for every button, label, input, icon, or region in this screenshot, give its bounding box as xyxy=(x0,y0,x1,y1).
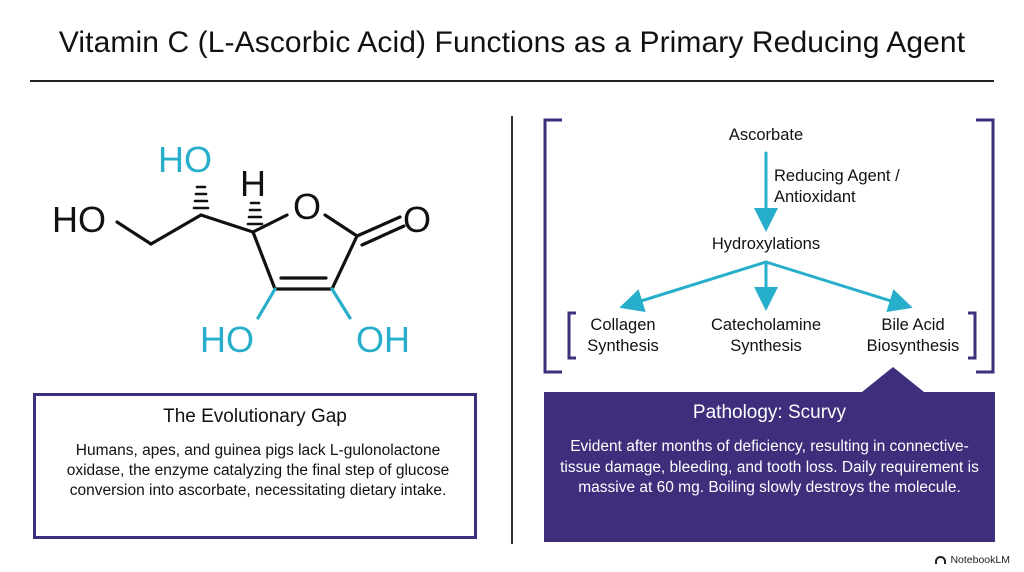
label-ho-top: HO xyxy=(158,139,212,180)
pathology-scurvy-box: Pathology: Scurvy Evident after months o… xyxy=(544,392,995,542)
flow-edge-label: Reducing Agent / Antioxidant xyxy=(774,167,900,206)
bond-ho-c6 xyxy=(115,220,153,246)
flow-output-catecholamine: Catecholamine Synthesis xyxy=(710,316,822,355)
notebook-icon xyxy=(935,556,947,564)
page-title: Vitamin C (L-Ascorbic Acid) Functions as… xyxy=(58,26,966,59)
evolutionary-gap-body: Humans, apes, and guinea pigs lack L-gul… xyxy=(66,442,450,499)
inner-bracket-right xyxy=(968,311,977,360)
label-carbonyl-o: O xyxy=(403,199,431,240)
bond-c1-c2 xyxy=(330,234,359,291)
bond-c6-c5 xyxy=(149,213,203,246)
label-oh-bottom-right: OH xyxy=(356,319,410,360)
outer-bracket-left xyxy=(543,118,562,374)
outer-bracket-right xyxy=(976,118,995,374)
panel-divider xyxy=(511,116,513,544)
label-h: H xyxy=(240,163,266,204)
pathology-body: Evident after months of deficiency, resu… xyxy=(560,438,979,496)
flow-middle-hydroxylations: Hydroxylations xyxy=(711,235,821,253)
arrow-to-bile-acid xyxy=(764,260,913,313)
pathology-title: Pathology: Scurvy xyxy=(692,402,847,423)
callout-pointer xyxy=(862,367,924,392)
bond-c2-oh xyxy=(330,287,352,320)
inner-bracket-left xyxy=(567,311,576,360)
evolutionary-gap-box: The Evolutionary Gap Humans, apes, and g… xyxy=(33,393,477,539)
bond-c1-o-b xyxy=(360,224,406,247)
bond-c1-o-a xyxy=(355,215,402,238)
bond-c5-c4 xyxy=(199,213,255,234)
label-oh-bottom-left: HO xyxy=(200,319,254,360)
arrow-to-collagen xyxy=(619,260,768,313)
evolutionary-gap-title: The Evolutionary Gap xyxy=(163,406,347,427)
flow-output-bile-acid: Bile Acid Biosynthesis xyxy=(866,316,960,355)
bond-c4-o1 xyxy=(251,213,289,234)
label-ho-left: HO xyxy=(52,199,106,240)
badge-label: NotebookLM xyxy=(950,554,1010,566)
label-ring-o: O xyxy=(293,186,321,227)
bond-c3-oh xyxy=(256,287,277,320)
bond-c3-c4 xyxy=(251,230,277,291)
bond-o1-c1 xyxy=(323,213,359,238)
title-divider xyxy=(30,80,994,82)
flow-output-collagen: Collagen Synthesis xyxy=(587,316,659,355)
flow-source-ascorbate: Ascorbate xyxy=(728,126,804,144)
notebooklm-badge: NotebookLM xyxy=(935,554,1010,566)
